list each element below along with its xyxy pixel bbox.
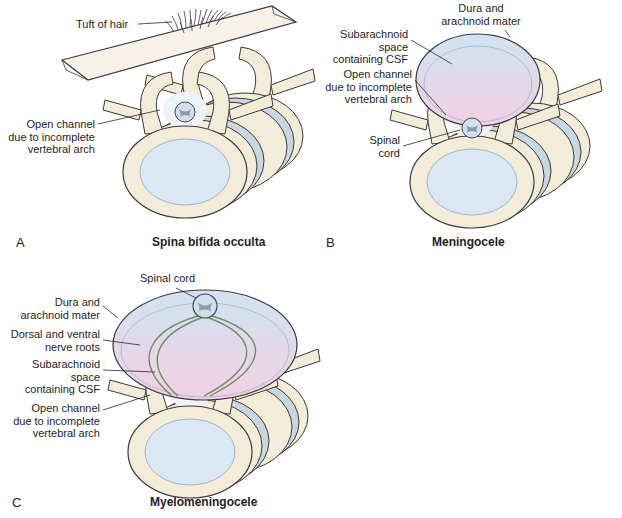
vertebra-illustration bbox=[108, 290, 320, 498]
leader-line bbox=[103, 306, 118, 318]
part-label: Spinal cord bbox=[140, 272, 195, 285]
panel-caption: Meningocele bbox=[432, 236, 505, 250]
panel-caption: Spina bifida occulta bbox=[152, 236, 265, 250]
part-label: Subarachnoid space containing CSF bbox=[326, 28, 408, 66]
leader-line bbox=[403, 130, 460, 146]
vertebra-illustration bbox=[390, 34, 602, 228]
panel-letter: B bbox=[326, 236, 335, 251]
leader-line bbox=[103, 370, 155, 372]
nerve-roots bbox=[149, 316, 255, 396]
vertebra bbox=[103, 47, 315, 218]
leader-line bbox=[176, 288, 196, 298]
panel-caption: Myelomeningocele bbox=[150, 496, 257, 510]
spinal-cord bbox=[193, 294, 217, 318]
leader-line bbox=[138, 22, 172, 24]
part-label: Open channel due to incomplete vertebral… bbox=[13, 402, 100, 440]
skin-flap bbox=[62, 6, 296, 80]
meningeal-sac bbox=[113, 290, 297, 400]
panel-letter: A bbox=[16, 236, 25, 251]
vertebra-illustration bbox=[103, 47, 315, 218]
part-label: Dura and arachnoid mater bbox=[18, 296, 100, 321]
leader-lines bbox=[98, 22, 510, 410]
part-label: Tuft of hair bbox=[76, 18, 128, 31]
spinal-cord bbox=[462, 118, 482, 138]
part-label: Dorsal and ventral nerve roots bbox=[8, 328, 100, 353]
leader-line bbox=[98, 110, 160, 124]
hair-tuft bbox=[166, 9, 231, 33]
part-label: Open channel due to incomplete vertebral… bbox=[325, 68, 412, 106]
spinal-cord bbox=[175, 102, 195, 122]
leader-line bbox=[103, 395, 150, 410]
part-label: Open channel due to incomplete vertebral… bbox=[8, 118, 95, 156]
part-label: Dura and arachnoid mater bbox=[440, 2, 522, 27]
part-label: Subarachnoid space containing CSF bbox=[18, 358, 100, 396]
panel-letter: C bbox=[12, 496, 21, 511]
meningeal-sac bbox=[416, 34, 540, 126]
leader-line bbox=[415, 80, 446, 115]
part-label: Spinal cord bbox=[360, 134, 400, 159]
leader-line bbox=[103, 340, 140, 345]
leader-line bbox=[411, 40, 452, 64]
leader-line bbox=[505, 30, 510, 37]
